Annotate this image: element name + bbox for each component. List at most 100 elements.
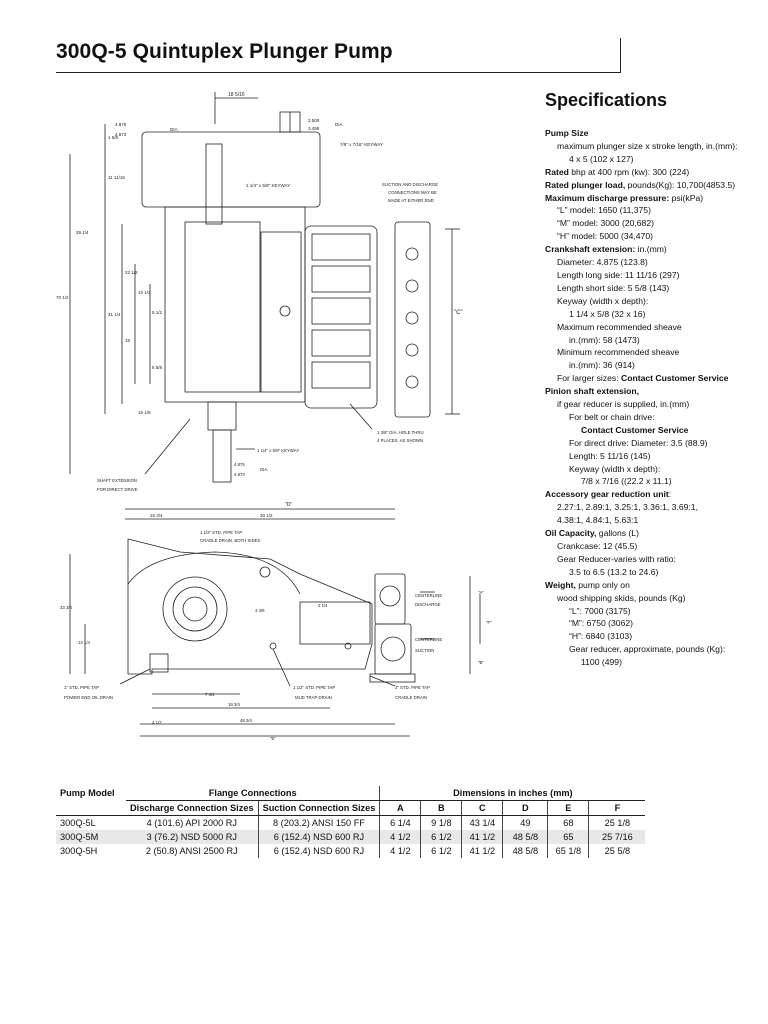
spec-line: “L”: 7000 (3175) — [545, 605, 765, 618]
pipe-right-1: 2" STD. PIPE TAP — [395, 685, 430, 690]
spec-value: 4.38:1, 4.84:1, 5.63:1 — [557, 515, 639, 526]
spec-line: Length long side: 11 11/16 (297) — [545, 269, 765, 282]
cell-dim-a: 4 1/2 — [379, 830, 421, 844]
header-col-a: A — [379, 800, 421, 816]
spec-line: Length short side: 5 5/8 (143) — [545, 282, 765, 295]
title-rule — [56, 72, 621, 73]
dim-7-3-4: 7 3/4 — [205, 692, 215, 697]
page-title: 300Q-5 Quintuplex Plunger Pump — [56, 40, 393, 63]
spec-line: wood shipping skids, pounds (Kg) — [545, 592, 765, 605]
cell-dim-d: 48 5/8 — [502, 844, 548, 858]
plunger-cylinders — [311, 233, 371, 389]
header-col-e: E — [547, 800, 589, 816]
dim-11-11-16: 11 11/16 — [108, 175, 125, 180]
dim-70-1-2: 70 1/2 — [56, 295, 69, 300]
spec-label: Pump Size — [545, 128, 589, 138]
header-col-f: F — [588, 800, 646, 816]
spec-value: Keyway (width x depth): — [557, 295, 649, 306]
cell-dim-b: 6 1/2 — [420, 844, 462, 858]
c-label: "C" — [454, 310, 463, 316]
header-col-b: B — [420, 800, 462, 816]
spec-line: if gear reducer is supplied, in.(mm) — [545, 398, 765, 411]
spec-value: “L” model: 1650 (11,375) — [557, 205, 651, 216]
spec-value: Maximum recommended sheave — [557, 321, 682, 332]
spec-value: “L”: 7000 (3175) — [569, 605, 631, 616]
dim-4873: 4.873 — [115, 132, 127, 137]
spec-value: maximum plunger size x stroke length, in… — [557, 140, 738, 151]
spec-line: Rated bhp at 400 rpm (kw): 300 (224) — [545, 166, 765, 179]
cell-discharge: 4 (101.6) API 2000 RJ — [146, 818, 237, 828]
spec-line: “M” model: 3000 (20,682) — [545, 217, 765, 230]
dim-16-1-8: 16 1/8 — [138, 410, 151, 415]
pipe-left-2: POWER END OIL DRAIN — [64, 695, 113, 700]
spec-value: Length short side: 5 5/8 (143) — [557, 282, 670, 293]
hole-note-2: 4 PLACES, AS SHOWN — [377, 438, 423, 443]
spec-line: Weight, pump only on — [545, 579, 765, 592]
dim-48-3-4: 48 3/4 — [240, 718, 253, 723]
title-vertical-rule — [620, 38, 621, 73]
cell-model: 300Q-5H — [60, 846, 98, 856]
spec-value: : — [668, 489, 672, 500]
dim-15: 15 — [125, 338, 131, 343]
spec-label: Rated — [545, 166, 569, 177]
spec-label: Contact Customer Service — [621, 373, 729, 384]
pipe-mid-2: MUD TRAP DRAIN — [295, 695, 332, 700]
spec-value: pounds(Kg): 10,700(4853.5) — [625, 179, 736, 190]
spec-line: Oil Capacity, gallons (L) — [545, 527, 765, 540]
shaft-note-2: FOR DIRECT DRIVE — [97, 487, 138, 492]
spec-value: gallons (L) — [596, 528, 639, 539]
spec-label: Weight, — [545, 579, 576, 590]
spec-value: Minimum recommended sheave — [557, 347, 680, 358]
spec-line: Maximum recommended sheave — [545, 321, 765, 334]
bottom-dia-label: DIA. — [260, 467, 268, 472]
dim-13-1-2: 13 1/2 — [138, 290, 151, 295]
pump-drawing: 18 5/16 3.500 3.499 DIA. 7/8" x 7/16" KE… — [56, 92, 492, 741]
cell-dim-e: 65 1/8 — [547, 844, 589, 858]
cell-dim-c: 43 1/4 — [461, 815, 503, 830]
dim-33-3-4: 33 3/4 — [60, 605, 73, 610]
header-col-d: D — [502, 800, 548, 816]
dim-13-1-4: 13 1/4 — [78, 640, 91, 645]
a-label: "A" — [478, 590, 484, 595]
d-label: "D" — [285, 502, 292, 508]
spec-value: in.(mm): 58 (1473) — [569, 334, 640, 345]
spec-list: Pump Size maximum plunger size x stroke l… — [545, 127, 765, 669]
spec-line: Crankshaft extension: in.(mm) — [545, 243, 765, 256]
header-flange: Flange Connections — [126, 786, 380, 801]
spec-value: pump only on — [575, 579, 630, 590]
side-view: "D" 16 3/4 30 1/2 1 1/2" STD. PIPE TAP C… — [60, 502, 492, 741]
spec-value: Gear reducer, approximate, pounds (Kg): — [569, 644, 726, 655]
hole-note-1: 1 3/8" DIA. HOLE THRU — [377, 430, 424, 435]
spec-value: 1 1/4 x 5/8 (32 x 16) — [569, 308, 646, 319]
cell-dim-b: 6 1/2 — [420, 830, 462, 844]
dim-30-1-2: 30 1/2 — [260, 513, 273, 518]
spec-value: 2.27:1, 2.89:1, 3.25:1, 3.36:1, 3.69:1, — [557, 502, 698, 513]
dim-dia: DIA. — [335, 122, 344, 127]
e-label: "E" — [270, 736, 276, 741]
shaft-note-1: SHAFT EXTENSION — [97, 478, 137, 483]
spec-label: Rated plunger load, — [545, 179, 626, 190]
cell-dim-d: 48 5/8 — [502, 830, 548, 844]
spec-line: “H” model: 5000 (34,470) — [545, 230, 765, 243]
spec-label: Oil Capacity, — [545, 528, 597, 539]
pipe-left-1: 1" STD. PIPE TAP — [64, 685, 99, 690]
note-suction-1: SUCTION AND DISCHARGE — [382, 182, 438, 187]
spec-value: “H” model: 5000 (34,470) — [557, 231, 654, 242]
spec-line: Crankcase: 12 (45.5) — [545, 540, 765, 553]
spec-value: Crankcase: 12 (45.5) — [557, 541, 638, 551]
spec-value: For belt or chain drive: — [569, 411, 655, 422]
table-header-row-1: Pump Model Flange Connections Dimensions… — [56, 786, 646, 801]
cell-dim-f: 25 5/8 — [588, 844, 646, 858]
note-suction-3: MADE AT EITHER END — [388, 198, 434, 203]
spec-line: 1100 (499) — [545, 656, 765, 669]
cell-dim-e: 68 — [547, 815, 589, 830]
spec-line: maximum plunger size x stroke length, in… — [545, 140, 765, 153]
spec-line: Gear reducer, approximate, pounds (Kg): — [545, 643, 765, 656]
spec-value: bhp at 400 rpm (kw): 300 (224) — [568, 166, 690, 177]
cell-model: 300Q-5M — [56, 830, 126, 844]
cell-discharge: 3 (76.2) NSD 5000 RJ — [126, 830, 259, 844]
header-discharge: Discharge Connection Sizes — [126, 800, 259, 816]
spec-value: “H”: 6840 (3103) — [569, 631, 633, 642]
centerline-suction-1: CENTERLINE — [415, 637, 442, 642]
